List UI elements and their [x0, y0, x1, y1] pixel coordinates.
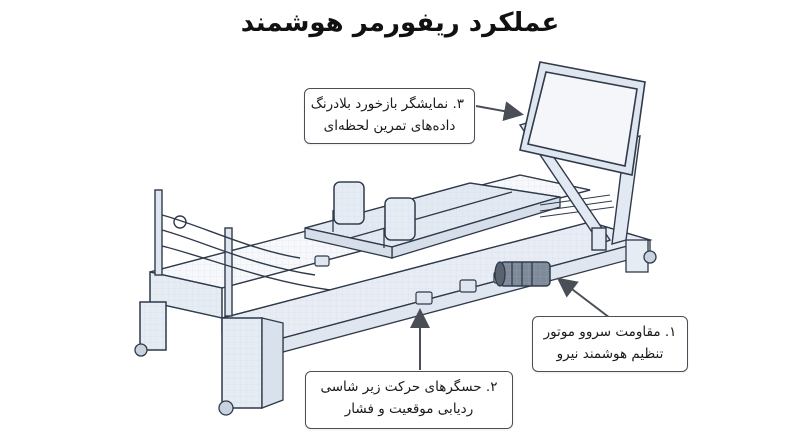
callout-display-line2: داده‌های تمرین لحظه‌ای: [323, 118, 456, 134]
callout-display: ۳. نمایشگر بازخورد بلادرنگ داده‌های تمری…: [304, 88, 475, 144]
display-screen: [519, 61, 646, 176]
back-left-leg: [134, 301, 167, 357]
callout-display-line1: ۳. نمایشگر بازخورد بلادرنگ: [310, 96, 464, 112]
callout-motor-line2: تنظیم هوشمند نیرو: [556, 346, 664, 362]
callout-sensors: ۲. حسگرهای حرکت زیر شاسی ردیابی موقعیت و…: [305, 371, 513, 429]
callout-sensors-line1: ۲. حسگرهای حرکت زیر شاسی: [320, 379, 498, 395]
diagram-title: عملکرد ریفورمر هوشمند: [240, 8, 560, 38]
callout-sensors-line2: ردیابی موقعیت و فشار: [344, 401, 474, 417]
arrow-to-display: [475, 101, 524, 121]
callout-motor: ۱. مقاومت سروو موتور تنظیم هوشمند نیرو: [532, 316, 688, 372]
servo-motor: [494, 261, 551, 287]
callout-arrows: [410, 101, 611, 370]
right-legs: [625, 239, 657, 273]
front-left-leg: [218, 317, 284, 416]
shoulder-blocks: [332, 181, 416, 248]
carriage: [304, 182, 561, 259]
callout-motor-line1: ۱. مقاومت سروو موتور: [543, 324, 677, 340]
arrow-to-motor: [556, 277, 611, 319]
foot-bar-posts: [154, 189, 331, 317]
